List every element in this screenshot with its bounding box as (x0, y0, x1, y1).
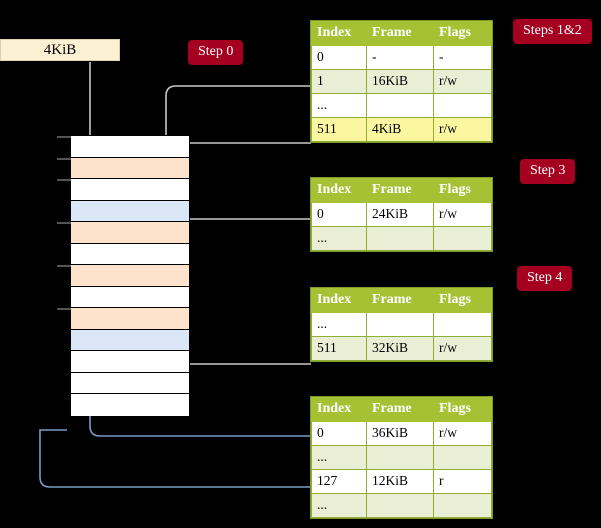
table-level4-r0-index: 0 (311, 45, 367, 70)
memory-tick-1 (57, 157, 71, 160)
table-row: ... (311, 493, 492, 518)
table-level4-r1-flags: r/w (433, 69, 492, 94)
table-level4-r1-frame: 16KiB (366, 69, 434, 94)
table-level2-r1-flags: r/w (433, 336, 492, 361)
step-badge-step4: Step 4 (517, 266, 573, 291)
wire-l4-row511-to-memory (175, 142, 311, 251)
memory-frame-12-white (71, 394, 189, 416)
table-level3-r0-flags: r/w (433, 202, 492, 227)
step-badge-steps12: Steps 1&2 (513, 19, 592, 44)
table-level3-r0-index: 0 (311, 202, 367, 227)
table-level2-r1-frame: 32KiB (366, 336, 434, 361)
table-level4-r3-index: 511 (311, 117, 367, 142)
memory-frame-11-white (71, 372, 189, 395)
table-level1-r1-index: ... (311, 445, 367, 470)
table-level1-r2-frame: 12KiB (366, 469, 434, 494)
table-level1-r0-frame: 36KiB (366, 421, 434, 446)
table-level4-r2-frame (366, 93, 434, 118)
table-row: ... (311, 93, 492, 118)
table-row: 0-- (311, 45, 492, 70)
memory-frame-5-white (71, 243, 189, 266)
table-level3-r1-index: ... (311, 226, 367, 251)
table-level4-r3-frame: 4KiB (366, 117, 434, 142)
table-level1-r3-frame (366, 493, 434, 518)
table-level4-r1-index: 1 (311, 69, 367, 94)
table-level4-r2-index: ... (311, 93, 367, 118)
wire-l2-row511-to-memory (172, 308, 311, 365)
table-level3-header-flags: Flags (433, 178, 492, 203)
memory-frame-2-white (57, 179, 189, 201)
table-level1-header-flags: Flags (433, 397, 492, 422)
table-level3-r1-frame (366, 226, 434, 251)
memory-frame-6-orange (57, 265, 189, 287)
table-level1-r0-flags: r/w (433, 421, 492, 446)
table-level2-header-flags: Flags (433, 288, 492, 313)
memory-tick-8 (57, 308, 71, 311)
table-level1-r1-flags (433, 445, 492, 470)
table-level3-header-index: Index (311, 178, 367, 203)
table-level2-r1-index: 511 (311, 336, 367, 361)
table-level2-r0-flags (433, 312, 492, 337)
offset-box-label: 4KiB (43, 42, 77, 58)
table-row: ... (311, 445, 492, 470)
memory-frame-3-blue (71, 200, 189, 223)
wire-l1-row127-path-a (39, 429, 311, 488)
offset-box: 4KiB (0, 39, 120, 61)
memory-frame-9-blue (71, 329, 189, 352)
memory-frame-4-orange (57, 222, 189, 244)
wire-l3-row0-to-memory (179, 218, 311, 294)
memory-tick-6 (57, 265, 71, 268)
table-level1-r3-flags (433, 493, 492, 518)
table-row: ... (311, 226, 492, 251)
memory-frame-8-orange (57, 308, 189, 330)
table-level4-r0-flags: - (433, 45, 492, 70)
table-level3-r0-frame: 24KiB (366, 202, 434, 227)
memory-column (57, 135, 190, 416)
table-level4-header-frame: Frame (366, 21, 434, 46)
memory-tick-0 (57, 136, 71, 138)
memory-frame-0-white (57, 136, 189, 158)
table-row: ... (311, 312, 492, 337)
memory-frame-7-white (71, 286, 189, 309)
table-level4-header-index: Index (311, 21, 367, 46)
table-level1-r2-flags: r (433, 469, 492, 494)
memory-tick-4 (57, 222, 71, 225)
table-level3-r1-flags (433, 226, 492, 251)
table-level2-r0-frame (366, 312, 434, 337)
memory-frame-1-orange (57, 157, 189, 180)
memory-frame-10-white (71, 351, 189, 373)
table-level1-header-index: Index (311, 397, 367, 422)
step-badge-step0: Step 0 (188, 40, 244, 65)
table-level4-r0-frame: - (366, 45, 434, 70)
table-level2-r0-index: ... (311, 312, 367, 337)
table-level4-r2-flags (433, 93, 492, 118)
step-badge-step3: Step 3 (520, 159, 576, 184)
table-level1-r1-frame (366, 445, 434, 470)
table-level2-header-index: Index (311, 288, 367, 313)
table-level3-header-frame: Frame (366, 178, 434, 203)
table-level2-header-frame: Frame (366, 288, 434, 313)
table-level1-r3-index: ... (311, 493, 367, 518)
table-level4-r3-flags: r/w (433, 117, 492, 142)
table-level1-r0-index: 0 (311, 421, 367, 446)
table-level1-r2-index: 127 (311, 469, 367, 494)
table-level1-header-frame: Frame (366, 397, 434, 422)
table-level4-header-flags: Flags (433, 21, 492, 46)
memory-tick-2 (57, 179, 71, 182)
